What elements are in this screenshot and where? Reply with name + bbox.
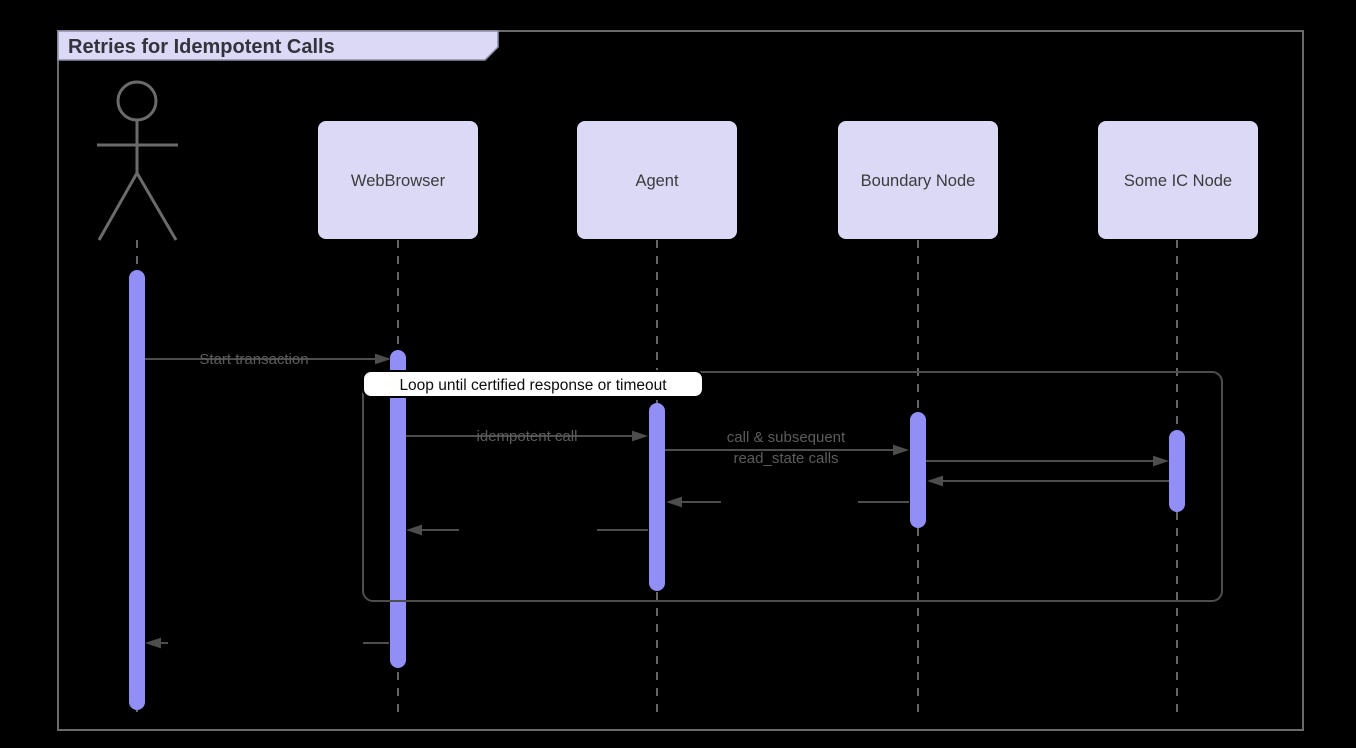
participant-box — [1098, 121, 1258, 239]
activation-bar-some-ic-node — [1169, 430, 1185, 512]
arrowhead-right-icon — [375, 353, 391, 365]
diagram-title: Retries for Idempotent Calls — [68, 36, 335, 58]
message-label: idempotent call — [477, 428, 578, 445]
message-ic-to-boundary-return — [927, 475, 1169, 487]
message-idempotent-call: idempotent call — [406, 428, 648, 445]
actor-stick-figure — [97, 80, 178, 241]
message-label: Start transaction — [199, 351, 308, 368]
arrowhead-left-icon — [927, 475, 943, 487]
arrowhead-left-icon — [666, 496, 682, 508]
title-tab-shape — [57, 30, 499, 61]
activation-bar-actor — [129, 270, 145, 710]
message-webbrowser-to-actor-return — [145, 637, 389, 649]
diagram-frame-border — [57, 30, 1304, 731]
participant-box — [318, 121, 478, 239]
message-call-and-read-state: call & subsequent read_state calls — [665, 429, 909, 467]
actor-leg-right — [135, 172, 178, 241]
activation-bar-agent — [649, 403, 665, 591]
message-label-line1: call & subsequent — [727, 429, 846, 446]
participant-label: Boundary Node — [861, 172, 976, 190]
participant-label: Agent — [635, 172, 679, 190]
arrowhead-right-icon — [1153, 455, 1169, 467]
message-boundary-to-agent-return — [666, 496, 909, 508]
message-start-transaction: Start transaction — [145, 351, 391, 368]
activation-bar-webbrowser — [390, 350, 406, 668]
diagram-title-tab: Retries for Idempotent Calls — [57, 30, 499, 61]
participant-boundary-node: Boundary Node — [838, 121, 998, 239]
message-agent-to-webbrowser-return — [406, 524, 648, 536]
participant-webbrowser: WebBrowser — [318, 121, 478, 239]
arrowhead-left-icon — [145, 637, 161, 649]
participant-agent: Agent — [577, 121, 737, 239]
arrowhead-right-icon — [893, 444, 909, 456]
loop-fragment-frame — [362, 371, 1223, 602]
arrowhead-right-icon — [632, 430, 648, 442]
loop-label-box — [362, 370, 704, 398]
activation-bar-boundary-node — [910, 412, 926, 528]
participant-label: Some IC Node — [1124, 172, 1232, 190]
actor-leg-left — [97, 172, 139, 241]
loop-fragment-label: Loop until certified response or timeout — [362, 370, 704, 398]
message-boundary-to-ic — [926, 455, 1169, 467]
message-label-line2: read_state calls — [733, 450, 838, 467]
arrowhead-left-icon — [406, 524, 422, 536]
loop-label-text: Loop until certified response or timeout — [399, 377, 667, 394]
participant-some-ic-node: Some IC Node — [1098, 121, 1258, 239]
participant-box — [838, 121, 998, 239]
participant-label: WebBrowser — [351, 172, 446, 190]
participant-box — [577, 121, 737, 239]
